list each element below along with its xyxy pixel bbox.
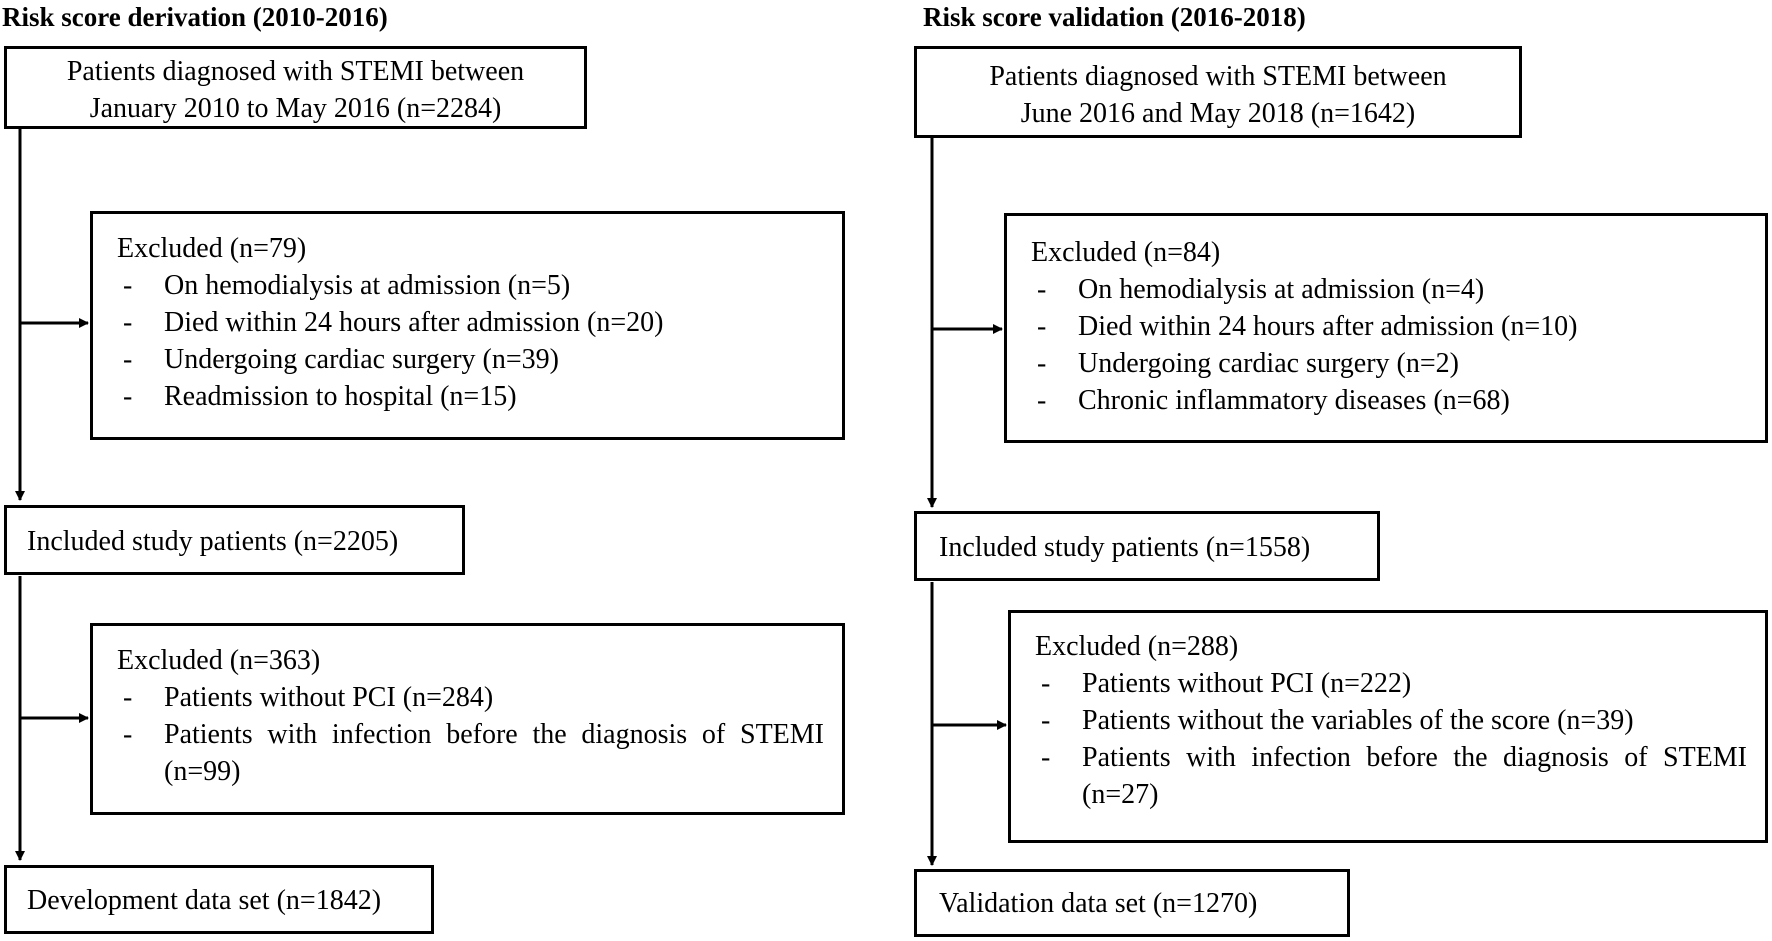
exclusion-item: Patients with infection before the diagn… (1035, 739, 1747, 813)
derivation-exclusion-1-list: On hemodialysis at admission (n=5) Died … (117, 267, 842, 415)
exclusion-item: Patients without PCI (n=222) (1035, 665, 1747, 702)
exclusion-item: Undergoing cardiac surgery (n=2) (1031, 345, 1765, 382)
derivation-start-box: Patients diagnosed with STEMI between Ja… (4, 46, 587, 129)
validation-exclusion-1-title: Excluded (n=84) (1031, 237, 1221, 268)
derivation-exclusion-box-1: Excluded (n=79) On hemodialysis at admis… (90, 211, 845, 440)
derivation-exclusion-box-2: Excluded (n=363) Patients without PCI (n… (90, 623, 845, 815)
derivation-exclusion-2-title: Excluded (n=363) (117, 645, 321, 676)
exclusion-item: Died within 24 hours after admission (n=… (1031, 308, 1765, 345)
exclusion-item: Chronic inflammatory diseases (n=68) (1031, 382, 1765, 419)
exclusion-item: Patients with infection before the diagn… (117, 716, 824, 790)
exclusion-item: Patients without the variables of the sc… (1035, 702, 1747, 739)
exclusion-item: Undergoing cardiac surgery (n=39) (117, 341, 842, 378)
derivation-start-line-1: Patients diagnosed with STEMI between (66, 56, 525, 87)
validation-start-box: Patients diagnosed with STEMI between Ju… (914, 46, 1522, 138)
derivation-exclusion-2-list: Patients without PCI (n=284) Patients wi… (117, 679, 824, 790)
derivation-exclusion-1-title: Excluded (n=79) (117, 233, 307, 264)
exclusion-item: On hemodialysis at admission (n=4) (1031, 271, 1765, 308)
validation-exclusion-box-1: Excluded (n=84) On hemodialysis at admis… (1004, 213, 1768, 443)
validation-exclusion-2-title: Excluded (n=288) (1035, 631, 1239, 662)
validation-start-line-1: Patients diagnosed with STEMI between (989, 61, 1447, 92)
derivation-heading: Risk score derivation (2010-2016) (2, 2, 388, 32)
validation-heading: Risk score validation (2016-2018) (923, 2, 1306, 32)
exclusion-item: Patients without PCI (n=284) (117, 679, 824, 716)
validation-exclusion-box-2: Excluded (n=288) Patients without PCI (n… (1008, 610, 1768, 843)
exclusion-item: On hemodialysis at admission (n=5) (117, 267, 842, 304)
exclusion-item: Readmission to hospital (n=15) (117, 378, 842, 415)
validation-exclusion-1-list: On hemodialysis at admission (n=4) Died … (1031, 271, 1765, 419)
derivation-included-box: Included study patients (n=2205) (4, 505, 465, 575)
validation-exclusion-2-list: Patients without PCI (n=222) Patients wi… (1035, 665, 1747, 813)
validation-start-line-2: June 2016 and May 2018 (n=1642) (1020, 98, 1416, 129)
derivation-final-box: Development data set (n=1842) (4, 865, 434, 934)
validation-included-box: Included study patients (n=1558) (914, 511, 1380, 581)
derivation-start-line-2: January 2010 to May 2016 (n=2284) (89, 93, 502, 124)
exclusion-item: Died within 24 hours after admission (n=… (117, 304, 842, 341)
validation-final-box: Validation data set (n=1270) (914, 869, 1350, 937)
